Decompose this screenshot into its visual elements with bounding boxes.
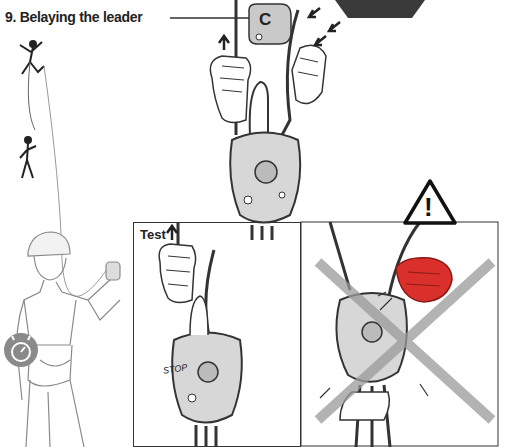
tag-shape <box>249 4 291 44</box>
panel-border <box>134 223 301 447</box>
triangle-shape <box>405 181 455 223</box>
belay-device-main <box>210 0 340 240</box>
test-panel-outline <box>133 222 301 447</box>
belayer-small <box>20 137 36 178</box>
warning-panel <box>301 222 498 446</box>
header-tab <box>335 0 425 18</box>
rope <box>28 62 35 130</box>
device-marking: STOP <box>162 362 187 375</box>
callout-tag: C <box>245 2 293 46</box>
tag-hole <box>256 34 262 40</box>
test-panel: TestSTOP <box>133 222 301 447</box>
leader-line <box>170 17 250 19</box>
test-illustration <box>159 222 242 447</box>
warning-illustration <box>318 222 492 447</box>
callout-letter: C <box>259 10 271 30</box>
panel-title: Test <box>140 227 166 242</box>
leader-climber <box>20 41 44 74</box>
warning-triangle: ! <box>403 178 457 226</box>
timer-icon <box>4 333 38 367</box>
title: 9. Belaying the leader <box>5 9 142 25</box>
warning-mark: ! <box>424 192 433 223</box>
rope <box>44 66 110 296</box>
